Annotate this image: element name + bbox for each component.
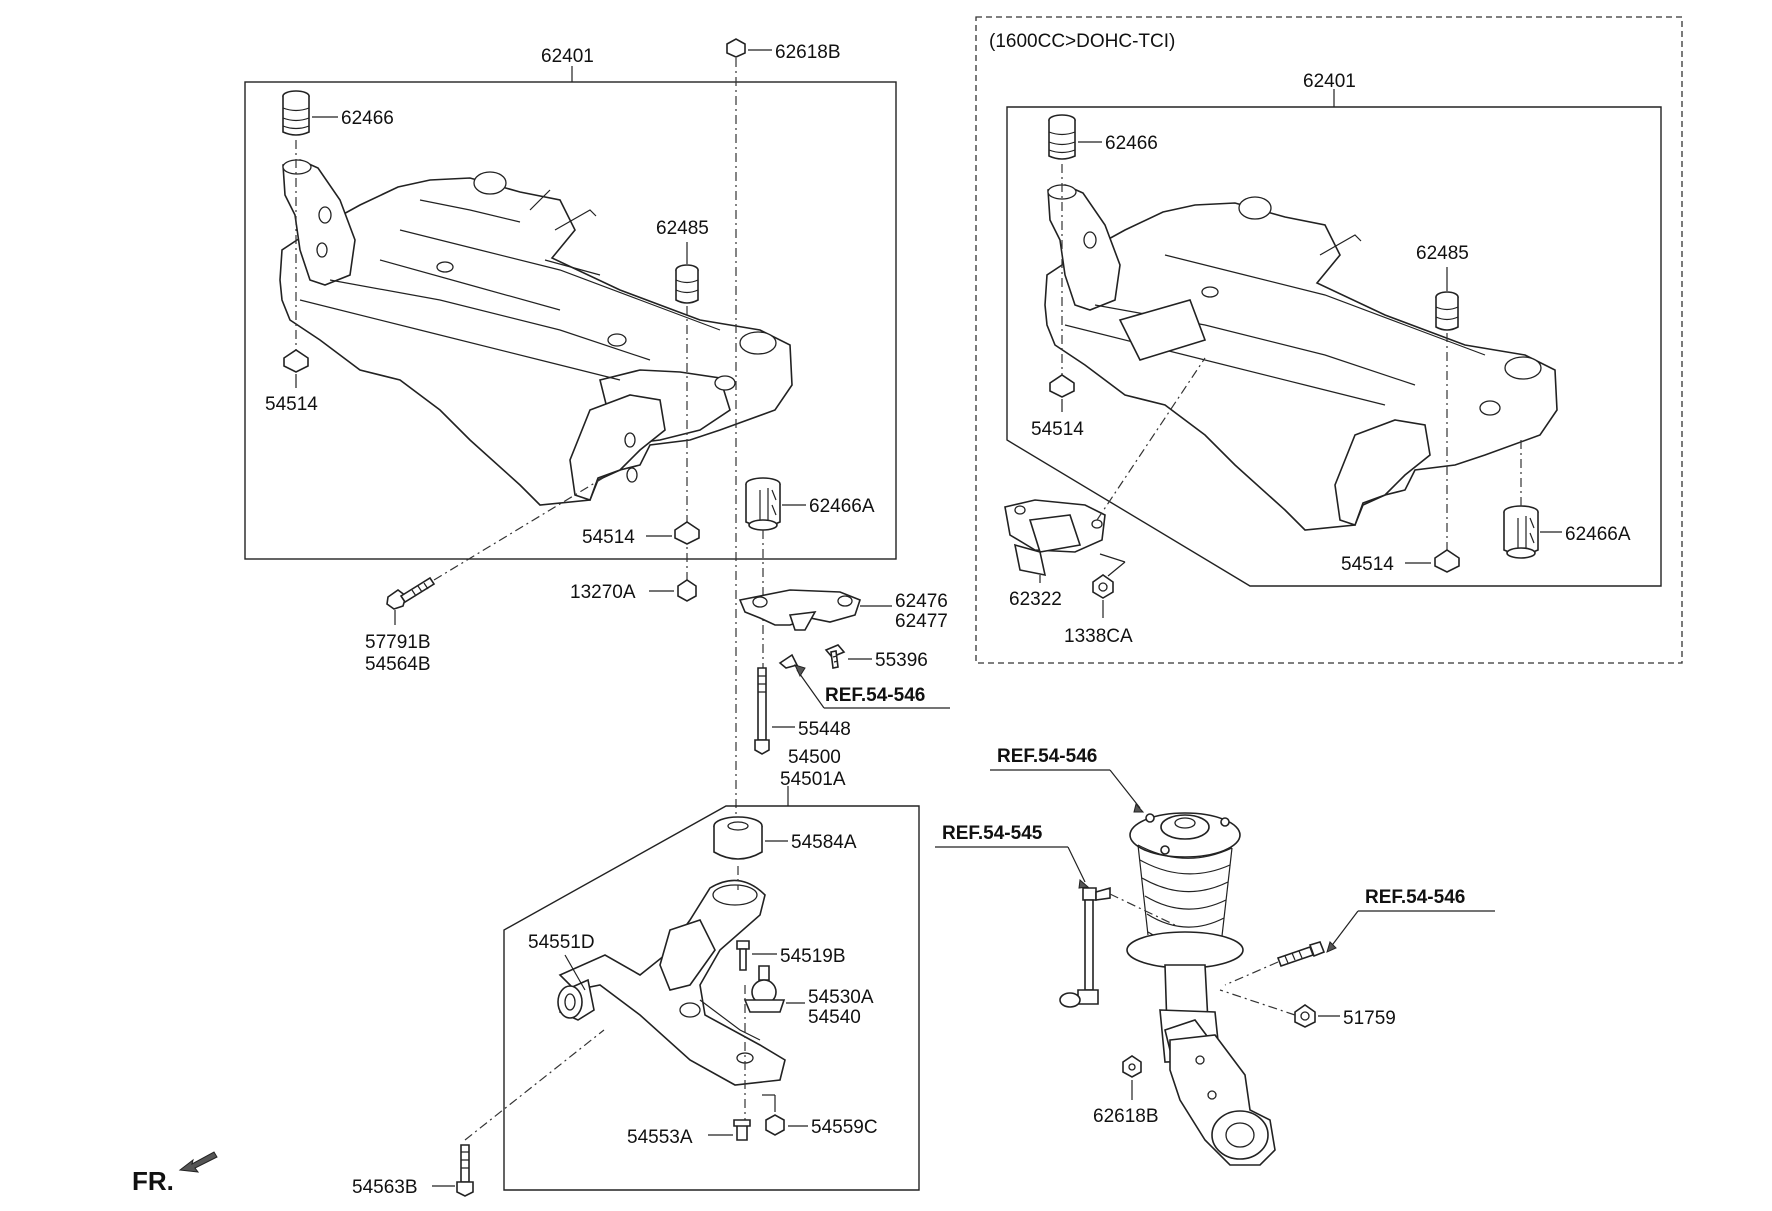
coil-spring[interactable] [1137, 844, 1233, 946]
label-62401-left[interactable]: 62401 [541, 46, 594, 67]
bolt-55396[interactable] [824, 644, 846, 669]
nut-13270A[interactable] [677, 579, 697, 602]
arrow-icon-strut-top [1133, 802, 1145, 813]
ref-54-546-center[interactable]: REF.54-546 [825, 685, 925, 706]
bolt-54563B[interactable] [456, 1144, 474, 1197]
arrow-icon-strut-bolt [1326, 941, 1337, 953]
strut-bolt[interactable] [1276, 941, 1326, 968]
bushing-54584A[interactable] [713, 816, 763, 860]
label-62485-right[interactable]: 62485 [1416, 243, 1469, 264]
nut-1338CA[interactable] [1092, 574, 1114, 599]
label-62466A-left[interactable]: 62466A [809, 496, 875, 517]
ref-54-546-strut-top[interactable]: REF.54-546 [997, 746, 1097, 767]
mount-62322[interactable] [1004, 499, 1106, 577]
bolt-54519B[interactable] [736, 940, 750, 971]
label-13270A[interactable]: 13270A [570, 582, 636, 603]
left-assembly-frame [244, 81, 897, 560]
label-54514-right-b[interactable]: 54514 [1341, 554, 1394, 575]
label-62401-right[interactable]: 62401 [1303, 71, 1356, 92]
strut-group: REF.54-546 REF.54-545 REF.54-546 [935, 746, 1495, 1166]
label-57791B[interactable]: 57791B [365, 632, 431, 653]
front-direction-indicator: FR. [132, 1151, 218, 1196]
bushing-54551D[interactable] [557, 978, 595, 1021]
label-55396[interactable]: 55396 [875, 650, 928, 671]
label-62618B-top[interactable]: 62618B [775, 42, 841, 63]
nut-54514-right-a[interactable] [1049, 374, 1075, 398]
bolt-57791B[interactable] [386, 576, 436, 610]
nut-62618B-strut[interactable] [1122, 1055, 1142, 1078]
right-assembly-frame [1006, 106, 1662, 587]
nut-54514-b[interactable] [674, 521, 700, 545]
label-55448[interactable]: 55448 [798, 719, 851, 740]
bushing-62485[interactable] [675, 264, 699, 304]
ref-54-545-link[interactable]: REF.54-545 [942, 823, 1043, 844]
clip-icon [778, 653, 799, 669]
bushing-62466[interactable] [282, 90, 310, 136]
label-54514-left-a[interactable]: 54514 [265, 394, 318, 415]
left-crossmember-group: 62401 [244, 46, 897, 700]
center-column-group: 62618B 62476 62477 55396 REF.54-546 [726, 38, 950, 820]
label-54500[interactable]: 54500 [788, 747, 841, 768]
label-62466-right[interactable]: 62466 [1105, 133, 1158, 154]
front-arrow-icon [178, 1151, 218, 1173]
nut-62618B-top[interactable] [726, 38, 746, 58]
stabilizer-link[interactable] [1059, 886, 1111, 1008]
label-54514-right-a[interactable]: 54514 [1031, 419, 1084, 440]
lower-arm-frame [503, 805, 920, 1191]
label-62322[interactable]: 62322 [1009, 589, 1062, 610]
fr-label: FR. [132, 1166, 174, 1196]
front-crossmember[interactable] [279, 159, 793, 506]
bushing-62485-right[interactable] [1435, 291, 1459, 331]
label-1338CA[interactable]: 1338CA [1064, 626, 1133, 647]
label-54514-left-b[interactable]: 54514 [582, 527, 635, 548]
label-62466A-right[interactable]: 62466A [1565, 524, 1631, 545]
label-54563B[interactable]: 54563B [352, 1177, 418, 1198]
bushing-62466-right[interactable] [1048, 114, 1076, 160]
front-crossmember-turbo[interactable] [1044, 184, 1558, 531]
label-54584A[interactable]: 54584A [791, 832, 857, 853]
bolt-54553A[interactable] [733, 1119, 751, 1141]
bolt-55448[interactable] [754, 667, 770, 755]
nut-54514-a[interactable] [283, 349, 309, 373]
bushing-62466A[interactable] [745, 477, 781, 531]
label-54540[interactable]: 54540 [808, 1007, 861, 1028]
variant-note: (1600CC>DOHC-TCI) [989, 31, 1175, 52]
ref-54-546-strut-bolt[interactable]: REF.54-546 [1365, 887, 1465, 908]
label-54519B[interactable]: 54519B [780, 946, 846, 967]
label-62618B-strut[interactable]: 62618B [1093, 1106, 1159, 1127]
nut-51759[interactable] [1294, 1004, 1316, 1028]
label-54501A[interactable]: 54501A [780, 769, 846, 790]
label-54564B[interactable]: 54564B [365, 654, 431, 675]
arrow-icon-link [1078, 879, 1090, 889]
label-54559C[interactable]: 54559C [811, 1117, 878, 1138]
lower-arm-group: 54500 54501A 54584A 54551D [352, 747, 920, 1198]
bushing-62466A-right[interactable] [1503, 505, 1539, 559]
ball-joint-54530A[interactable] [743, 965, 786, 1013]
label-62466-left[interactable]: 62466 [341, 108, 394, 129]
bracket-62476-62477[interactable] [738, 589, 861, 631]
label-54551D[interactable]: 54551D [528, 932, 595, 953]
steering-knuckle[interactable] [1169, 1034, 1276, 1166]
strut-top-mount[interactable] [1129, 812, 1241, 858]
label-62476[interactable]: 62476 [895, 591, 948, 612]
spring-seat[interactable] [1126, 931, 1244, 969]
label-54553A[interactable]: 54553A [627, 1127, 693, 1148]
right-variant-group: (1600CC>DOHC-TCI) 62401 62466 [975, 16, 1683, 664]
label-62477[interactable]: 62477 [895, 611, 948, 632]
nut-54514-right-b[interactable] [1434, 549, 1460, 573]
nut-54559C[interactable] [765, 1114, 785, 1136]
variant-dashed-frame [975, 16, 1683, 664]
label-62485-left[interactable]: 62485 [656, 218, 709, 239]
label-54530A[interactable]: 54530A [808, 987, 874, 1008]
lower-control-arm[interactable] [558, 879, 786, 1086]
label-51759[interactable]: 51759 [1343, 1008, 1396, 1029]
arrow-icon [794, 664, 806, 678]
